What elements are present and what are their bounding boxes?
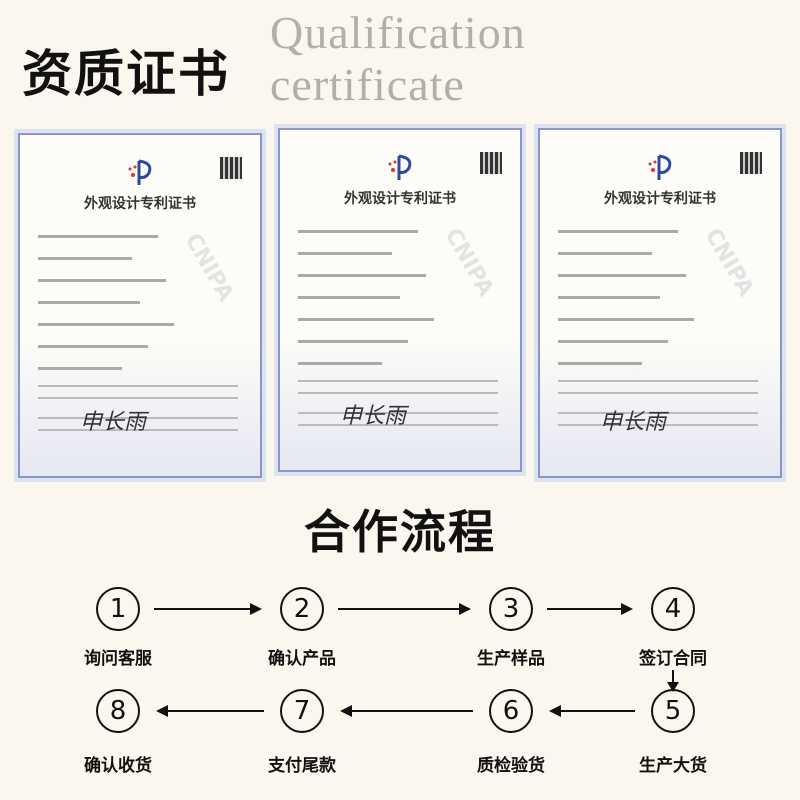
step-number: 7 (293, 696, 311, 726)
section-title-process: 合作流程 (304, 505, 496, 559)
cnipa-logo-icon (648, 154, 672, 180)
step-3-label: 生产样品 (477, 649, 545, 669)
arrow-right-icon (547, 603, 633, 615)
arrow-left-icon (156, 705, 264, 717)
step-6-label: 质检验货 (477, 756, 545, 776)
certificate-watermark: CNIPA (699, 224, 759, 301)
patent-certificate: 外观设计专利证书 CNIPA 申长雨 (18, 133, 262, 478)
patent-certificate: 外观设计专利证书 CNIPA 申长雨 (278, 128, 522, 472)
watermark-qualification: Qualification (270, 7, 526, 58)
cnipa-logo-icon (128, 159, 152, 185)
step-number: 6 (502, 696, 520, 726)
step-4-label: 签订合同 (639, 649, 707, 669)
certificate-watermark: CNIPA (179, 229, 239, 306)
step-2-label: 确认产品 (268, 649, 336, 669)
certificate-watermark: CNIPA (439, 224, 499, 301)
step-number: 5 (664, 696, 682, 726)
arrow-right-icon (338, 603, 471, 615)
step-1-label: 询问客服 (84, 649, 152, 669)
certificate-title: 外观设计专利证书 (84, 196, 196, 212)
step-7-circle: 7 (280, 689, 324, 733)
qr-code-icon (740, 152, 762, 174)
signature: 申长雨 (80, 410, 147, 435)
step-3-circle: 3 (489, 587, 533, 631)
certificate-title: 外观设计专利证书 (344, 191, 456, 207)
step-5-circle: 5 (651, 689, 695, 733)
cnipa-logo-icon (388, 154, 412, 180)
step-1-circle: 1 (96, 587, 140, 631)
qr-code-icon (220, 157, 242, 179)
watermark-certificate: certificate (270, 59, 465, 110)
arrow-left-icon (340, 705, 473, 717)
certificate-title: 外观设计专利证书 (604, 191, 716, 207)
qr-code-icon (480, 152, 502, 174)
step-4-circle: 4 (651, 587, 695, 631)
arrow-down-icon (667, 670, 679, 692)
patent-certificate: 外观设计专利证书 CNIPA 申长雨 (538, 128, 782, 478)
step-2-circle: 2 (280, 587, 324, 631)
step-number: 1 (109, 594, 127, 624)
step-5-label: 生产大货 (639, 756, 707, 776)
arrow-right-icon (154, 603, 262, 615)
step-8-circle: 8 (96, 689, 140, 733)
step-number: 8 (109, 696, 127, 726)
step-number: 4 (664, 594, 682, 624)
signature: 申长雨 (600, 410, 667, 435)
step-number: 3 (502, 594, 520, 624)
step-8-label: 确认收货 (84, 756, 152, 776)
section-title-certificates: 资质证书 (22, 45, 230, 103)
signature: 申长雨 (340, 404, 407, 429)
step-number: 2 (293, 594, 311, 624)
arrow-left-icon (549, 705, 635, 717)
step-7-label: 支付尾款 (268, 756, 336, 776)
step-6-circle: 6 (489, 689, 533, 733)
